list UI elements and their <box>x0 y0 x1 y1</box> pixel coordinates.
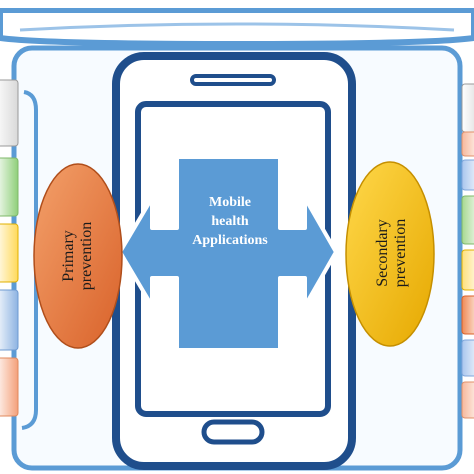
mobile-health-applications-label: Mobile health Applications <box>177 193 283 250</box>
left-tile-4 <box>0 289 19 351</box>
left-tile-5 <box>0 357 19 417</box>
phone-speaker <box>190 74 276 86</box>
center-label-line2: health <box>211 214 249 229</box>
right-tile-4 <box>461 195 474 245</box>
right-tile-1 <box>461 83 474 133</box>
primary-label-line1: Primary <box>60 230 77 282</box>
primary-prevention-oval <box>33 163 123 349</box>
top-frame-highlight <box>19 22 455 32</box>
secondary-label-line1: Secondary <box>374 219 391 287</box>
double-arrow-shape <box>118 155 338 352</box>
right-tile-6 <box>461 295 474 335</box>
center-label-line3: Applications <box>192 233 268 248</box>
right-tile-8 <box>461 381 474 419</box>
right-tile-5 <box>461 249 474 291</box>
secondary-prevention-label: Secondary prevention <box>374 219 410 287</box>
right-tiles <box>461 83 474 419</box>
right-tile-7 <box>461 339 474 377</box>
top-frame-band <box>0 7 474 48</box>
primary-prevention-label: Primary prevention <box>60 222 96 290</box>
left-tile-3 <box>0 223 19 283</box>
home-button-icon <box>201 419 265 445</box>
secondary-label-line2: prevention <box>392 218 409 288</box>
secondary-prevention-oval <box>345 161 435 347</box>
left-tile-1 <box>0 79 19 147</box>
right-tile-3 <box>461 159 474 191</box>
primary-label-line2: prevention <box>78 221 95 291</box>
right-tile-2 <box>461 131 474 157</box>
center-label-line1: Mobile <box>209 195 251 210</box>
left-tile-2 <box>0 157 19 217</box>
left-tiles <box>0 79 19 417</box>
